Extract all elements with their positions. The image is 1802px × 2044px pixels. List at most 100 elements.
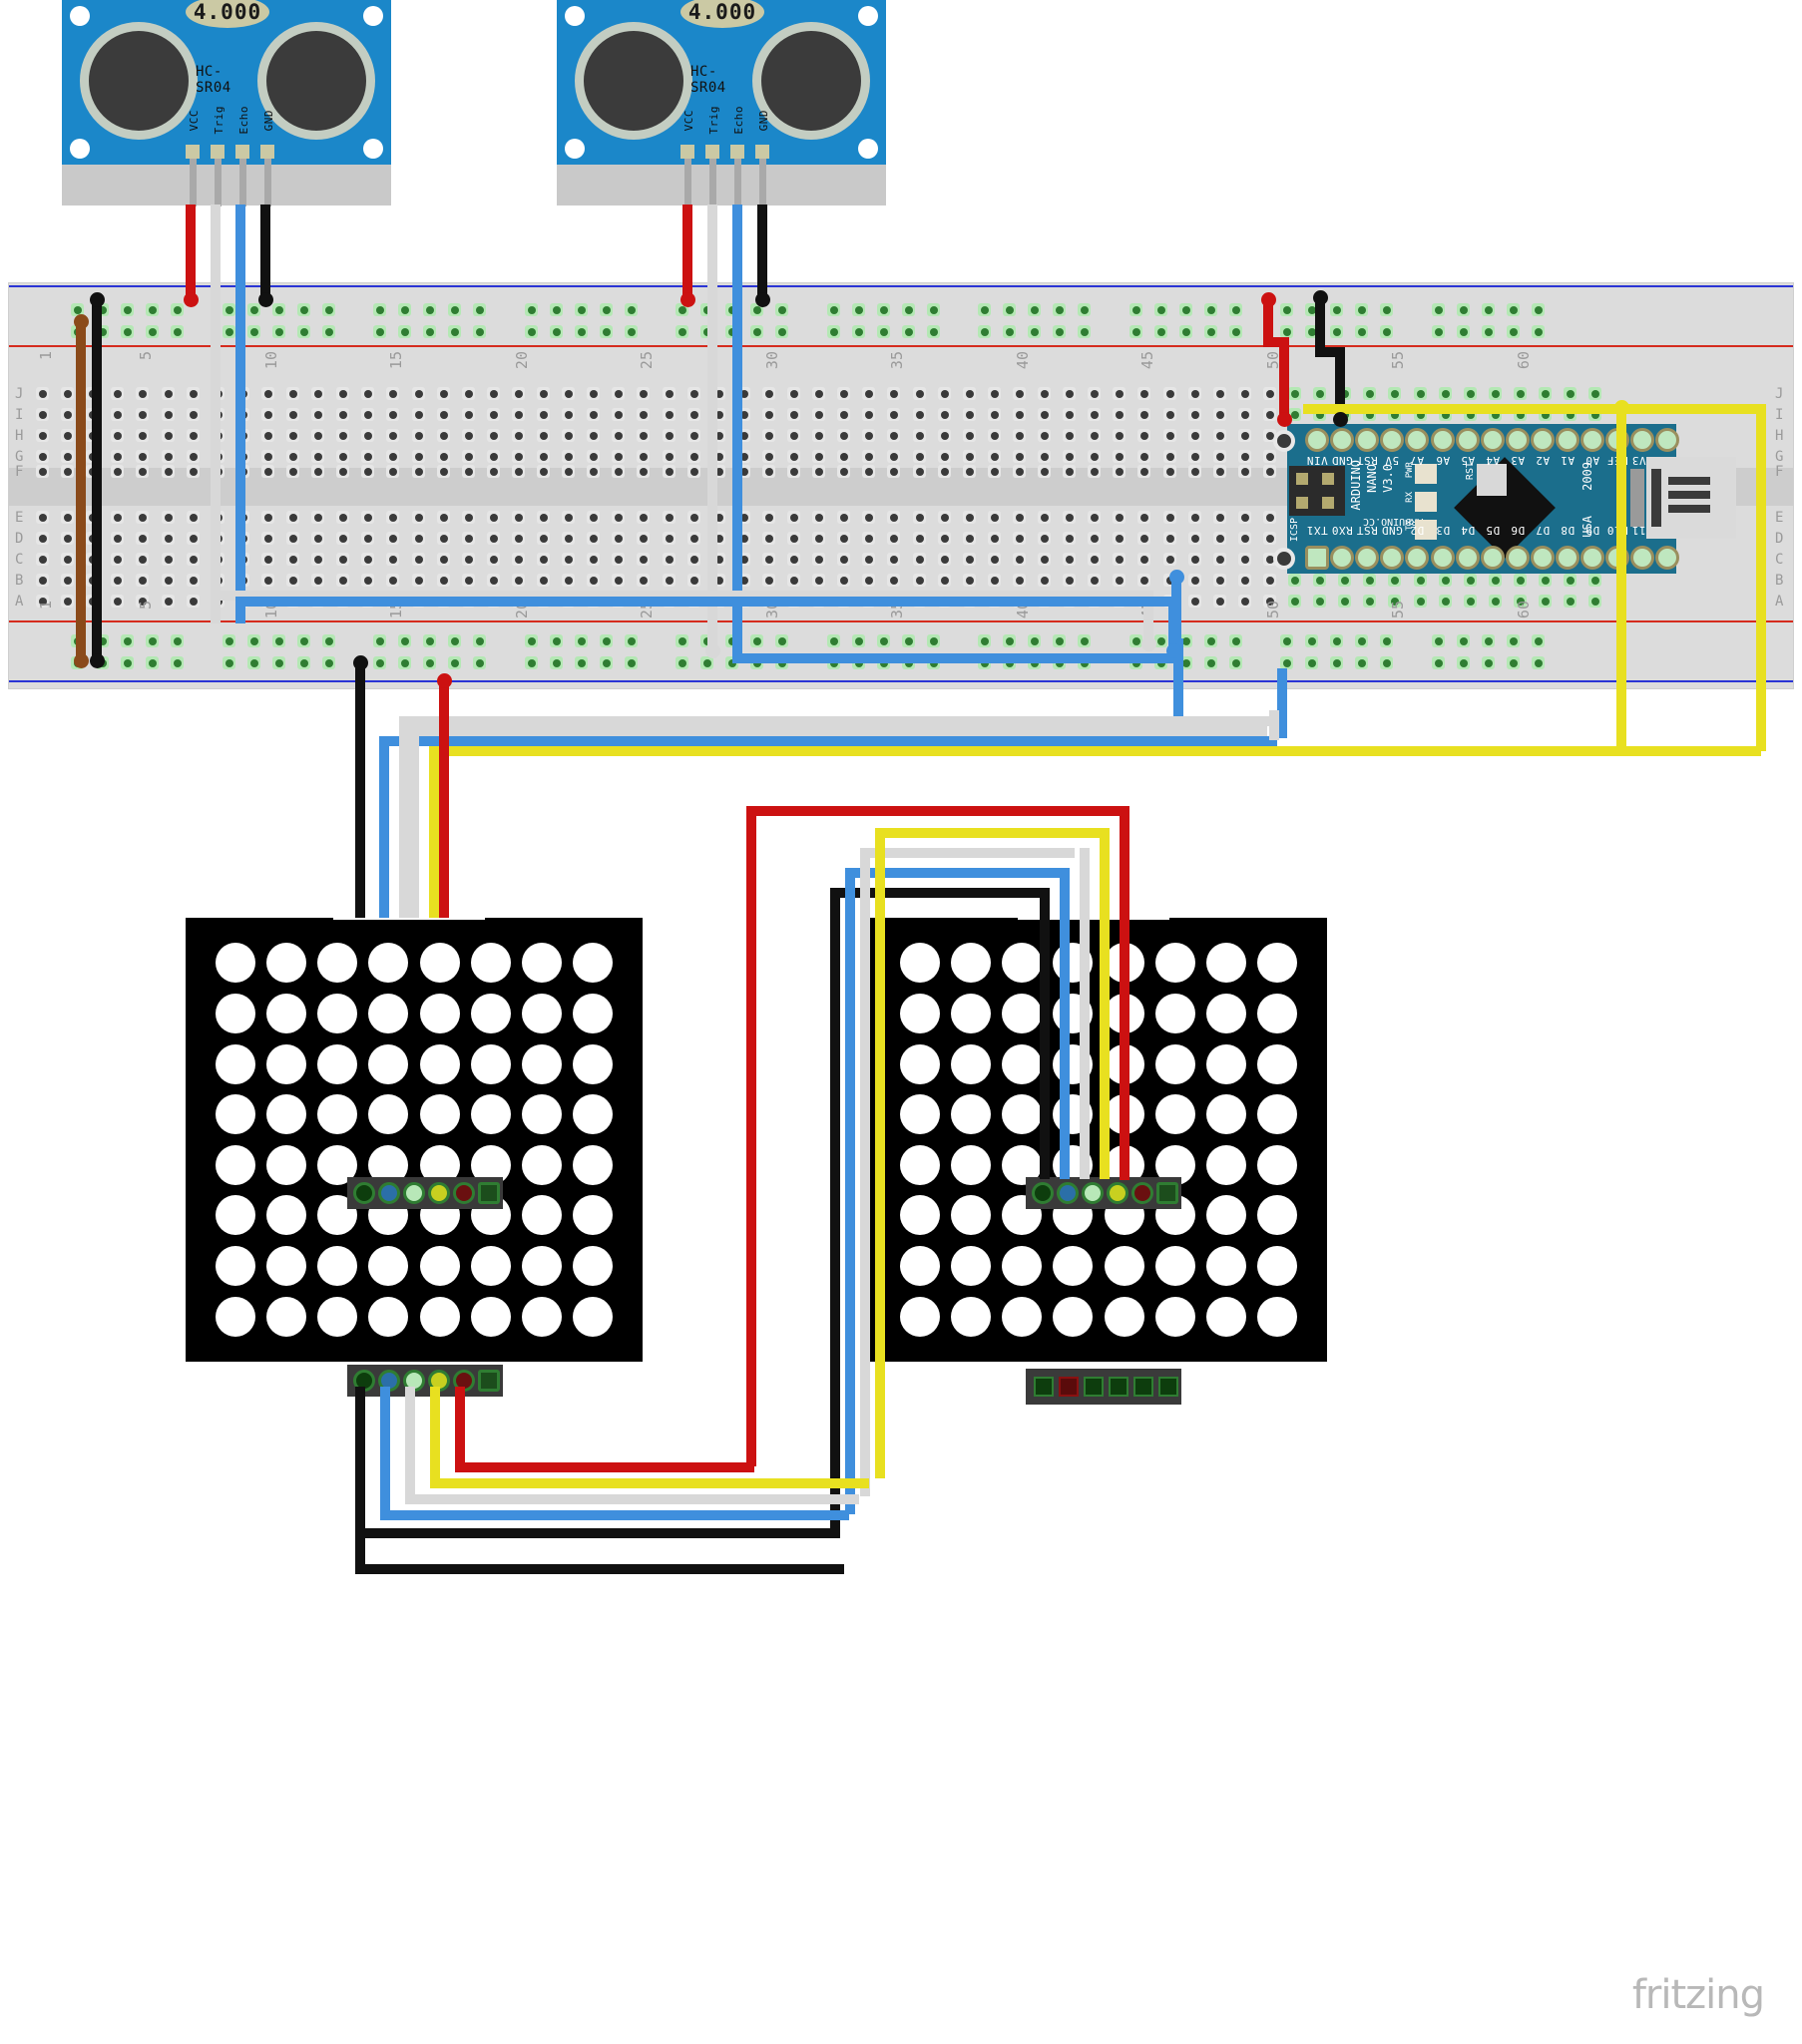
nano-pin-d8[interactable] <box>1556 546 1579 570</box>
rail-hole-negative-top[interactable] <box>901 303 915 316</box>
rail-hole-positive-top[interactable] <box>624 325 638 338</box>
breadboard-hole[interactable] <box>36 574 49 587</box>
rail-hole-positive-bottom[interactable] <box>246 634 260 647</box>
rail-hole-negative-top[interactable] <box>851 303 865 316</box>
rail-hole-positive-bottom[interactable] <box>321 634 335 647</box>
breadboard-hole[interactable] <box>111 387 125 400</box>
rail-hole-positive-top[interactable] <box>171 325 185 338</box>
matrix-header-pad[interactable] <box>453 1182 475 1204</box>
breadboard-hole[interactable] <box>111 532 125 545</box>
nano-pin-a1[interactable] <box>1556 428 1579 452</box>
breadboard-hole[interactable] <box>136 450 150 463</box>
rail-hole-positive-top[interactable] <box>398 325 412 338</box>
matrix-header-pad[interactable] <box>1032 1182 1054 1204</box>
rail-hole-positive-top[interactable] <box>1228 325 1242 338</box>
rail-hole-positive-top[interactable] <box>750 325 764 338</box>
rail-hole-positive-bottom[interactable] <box>1305 634 1319 647</box>
breadboard-hole[interactable] <box>161 574 175 587</box>
breadboard-hole[interactable] <box>336 465 350 478</box>
rail-hole-negative-top[interactable] <box>775 303 789 316</box>
rail-hole-negative-bottom[interactable] <box>473 656 487 669</box>
rail-hole-negative-bottom[interactable] <box>1506 656 1520 669</box>
rail-hole-positive-bottom[interactable] <box>574 634 588 647</box>
rail-hole-positive-bottom[interactable] <box>1053 634 1067 647</box>
rail-hole-negative-bottom[interactable] <box>321 656 335 669</box>
rail-hole-positive-top[interactable] <box>524 325 538 338</box>
rail-hole-negative-bottom[interactable] <box>1330 656 1344 669</box>
nano-pin-a5[interactable] <box>1455 428 1480 452</box>
rail-hole-positive-top[interactable] <box>373 325 386 338</box>
breadboard-hole[interactable] <box>186 465 200 478</box>
rail-hole-negative-bottom[interactable] <box>222 656 235 669</box>
breadboard-hole[interactable] <box>186 408 200 421</box>
breadboard-hole[interactable] <box>186 387 200 400</box>
breadboard-hole[interactable] <box>36 408 49 421</box>
nano-pin-tx1[interactable] <box>1305 546 1329 570</box>
rail-hole-positive-top[interactable] <box>978 325 991 338</box>
matrix-header-pad-pin1[interactable] <box>1156 1182 1178 1204</box>
rail-hole-positive-bottom[interactable] <box>1128 634 1142 647</box>
rail-hole-positive-top[interactable] <box>826 325 840 338</box>
breadboard-hole[interactable] <box>36 429 49 442</box>
rail-hole-negative-top[interactable] <box>1153 303 1167 316</box>
rail-hole-negative-bottom[interactable] <box>246 656 260 669</box>
rail-hole-negative-top[interactable] <box>473 303 487 316</box>
rail-hole-negative-top[interactable] <box>423 303 437 316</box>
rail-hole-positive-top[interactable] <box>1355 325 1369 338</box>
breadboard-hole[interactable] <box>136 511 150 524</box>
rail-hole-positive-top[interactable] <box>1330 325 1344 338</box>
rail-hole-positive-bottom[interactable] <box>1330 634 1344 647</box>
nano-pin-d3[interactable] <box>1430 546 1455 570</box>
breadboard-hole[interactable] <box>336 387 350 400</box>
rail-hole-negative-top[interactable] <box>271 303 285 316</box>
rail-hole-positive-bottom[interactable] <box>1481 634 1495 647</box>
breadboard-hole[interactable] <box>286 408 299 421</box>
rail-hole-negative-top[interactable] <box>1228 303 1242 316</box>
breadboard-hole[interactable] <box>61 387 75 400</box>
rail-hole-negative-top[interactable] <box>1280 303 1293 316</box>
rail-hole-positive-bottom[interactable] <box>826 634 840 647</box>
rail-hole-positive-bottom[interactable] <box>423 634 437 647</box>
breadboard-hole[interactable] <box>136 387 150 400</box>
rail-hole-positive-bottom[interactable] <box>1028 634 1042 647</box>
nano-pin-3v3[interactable] <box>1630 428 1655 452</box>
led-matrix-right[interactable] <box>870 918 1327 1362</box>
nano-pin-rst[interactable] <box>1355 546 1380 570</box>
matrix-header-pin[interactable] <box>1133 1377 1153 1397</box>
rail-hole-positive-top[interactable] <box>851 325 865 338</box>
breadboard-hole[interactable] <box>161 553 175 566</box>
breadboard-hole[interactable] <box>286 465 299 478</box>
matrix-header-pad[interactable] <box>1057 1182 1079 1204</box>
breadboard-hole[interactable] <box>36 532 49 545</box>
nano-pin-d6[interactable] <box>1505 546 1530 570</box>
nano-pin-5v[interactable] <box>1380 428 1405 452</box>
rail-hole-positive-top[interactable] <box>1003 325 1017 338</box>
breadboard-hole[interactable] <box>336 408 350 421</box>
rail-hole-negative-top[interactable] <box>524 303 538 316</box>
matrix-header-pin[interactable] <box>1109 1377 1128 1397</box>
breadboard-hole[interactable] <box>61 595 75 608</box>
rail-hole-negative-top[interactable] <box>321 303 335 316</box>
matrix-header-pad[interactable] <box>428 1182 450 1204</box>
breadboard-hole[interactable] <box>36 595 49 608</box>
rail-hole-negative-bottom[interactable] <box>524 656 538 669</box>
rail-hole-negative-bottom[interactable] <box>398 656 412 669</box>
breadboard-hole[interactable] <box>286 387 299 400</box>
breadboard-hole[interactable] <box>286 511 299 524</box>
nano-pin-d2[interactable] <box>1405 546 1430 570</box>
rail-hole-negative-top[interactable] <box>1380 303 1394 316</box>
nano-pin-a2[interactable] <box>1530 428 1555 452</box>
breadboard-hole[interactable] <box>186 511 200 524</box>
matrix-header-pad[interactable] <box>1107 1182 1128 1204</box>
breadboard-hole[interactable] <box>36 387 49 400</box>
rail-hole-negative-top[interactable] <box>146 303 160 316</box>
rail-hole-negative-top[interactable] <box>222 303 235 316</box>
rail-hole-negative-top[interactable] <box>1305 303 1319 316</box>
nano-pin-gnd[interactable] <box>1380 546 1405 570</box>
rail-hole-negative-top[interactable] <box>171 303 185 316</box>
nano-pin-d7[interactable] <box>1530 546 1555 570</box>
rail-hole-positive-bottom[interactable] <box>926 634 940 647</box>
breadboard-hole[interactable] <box>111 450 125 463</box>
breadboard-hole[interactable] <box>136 595 150 608</box>
rail-hole-positive-top[interactable] <box>423 325 437 338</box>
